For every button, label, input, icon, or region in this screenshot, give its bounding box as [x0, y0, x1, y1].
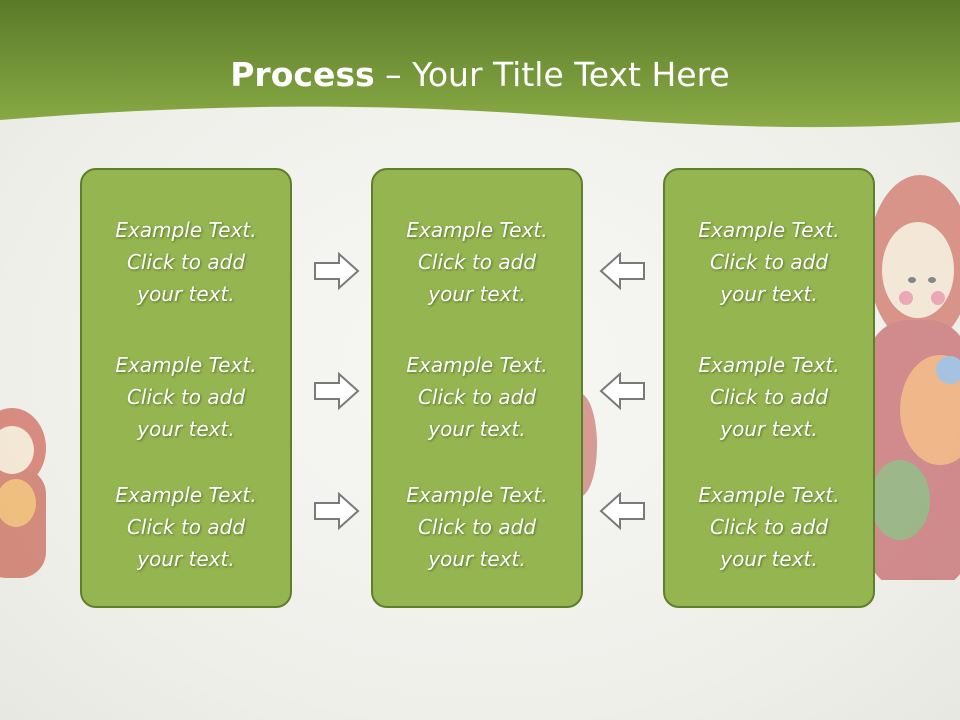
column-box-left[interactable]: Example Text. Click to add your text. Ex…	[80, 168, 292, 608]
left-arrow-icon[interactable]	[598, 251, 646, 291]
matryoshka-doll-large-image	[868, 175, 960, 580]
column-right-item-3[interactable]: Example Text. Click to add your text.	[698, 483, 840, 571]
column-center-item-2[interactable]: Example Text. Click to add your text.	[406, 353, 548, 441]
right-arrow-icon[interactable]	[313, 251, 361, 291]
matryoshka-doll-center-image	[583, 394, 597, 496]
column-left-item-1[interactable]: Example Text. Click to add your text.	[115, 218, 257, 306]
column-left-item-2[interactable]: Example Text. Click to add your text.	[115, 353, 257, 441]
slide-title[interactable]: Process – Your Title Text Here	[0, 52, 960, 98]
left-arrow-icon[interactable]	[598, 371, 646, 411]
title-bold: Process	[230, 55, 375, 94]
column-right-item-1[interactable]: Example Text. Click to add your text.	[698, 218, 840, 306]
column-center-item-1[interactable]: Example Text. Click to add your text.	[406, 218, 548, 306]
column-box-center[interactable]: Example Text. Click to add your text. Ex…	[371, 168, 583, 608]
title-rest: – Your Title Text Here	[374, 55, 730, 94]
column-box-right[interactable]: Example Text. Click to add your text. Ex…	[663, 168, 875, 608]
right-arrow-icon[interactable]	[313, 371, 361, 411]
column-center-item-3[interactable]: Example Text. Click to add your text.	[406, 483, 548, 571]
left-arrow-icon[interactable]	[598, 491, 646, 531]
matryoshka-doll-small-image	[0, 408, 46, 578]
right-arrow-icon[interactable]	[313, 491, 361, 531]
column-left-item-3[interactable]: Example Text. Click to add your text.	[115, 483, 257, 571]
column-right-item-2[interactable]: Example Text. Click to add your text.	[698, 353, 840, 441]
header-band	[0, 0, 960, 128]
